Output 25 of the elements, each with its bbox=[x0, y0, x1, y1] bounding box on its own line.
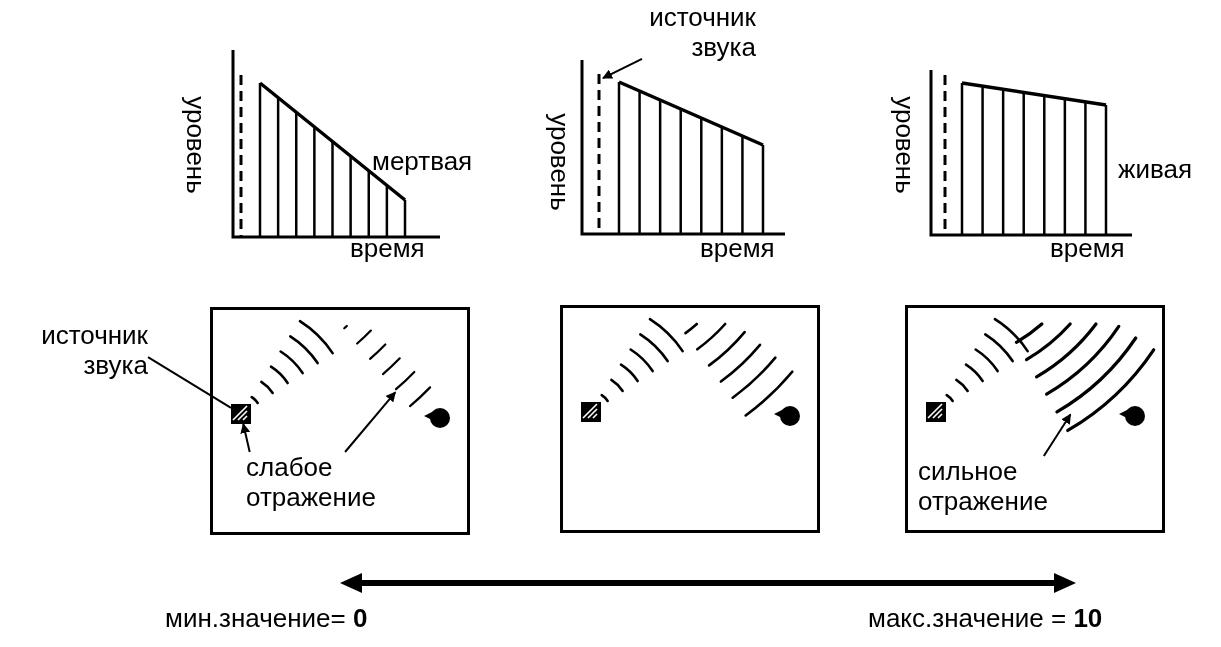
room-box bbox=[210, 307, 470, 535]
text-label: мин.значение= 0 bbox=[165, 603, 368, 633]
axis-label: уровень bbox=[890, 96, 920, 194]
callout-text: источник звука bbox=[648, 2, 756, 62]
leader-line bbox=[147, 356, 232, 409]
reflection-wave bbox=[392, 369, 418, 393]
room-box bbox=[560, 305, 820, 533]
callout-text: слабое отражение bbox=[246, 452, 377, 512]
sound-source-square bbox=[231, 404, 251, 424]
callout-text: источник звука bbox=[40, 320, 148, 380]
axis-label: уровень bbox=[181, 96, 211, 194]
arrow bbox=[602, 57, 643, 80]
callout-text: сильное отражение bbox=[918, 456, 1049, 516]
text-label: время bbox=[700, 233, 775, 263]
text-label: мертвая bbox=[372, 146, 473, 176]
axis-label: уровень bbox=[545, 113, 575, 211]
room-box bbox=[905, 305, 1165, 533]
text-label: живая bbox=[1118, 154, 1192, 184]
text-label: время bbox=[1050, 233, 1125, 263]
arrow bbox=[1042, 413, 1072, 457]
reflection-wave bbox=[1053, 334, 1139, 415]
text-label: время bbox=[350, 233, 425, 263]
arrow bbox=[240, 423, 251, 453]
arrow bbox=[344, 391, 397, 453]
text-label: макс.значение = 10 bbox=[868, 603, 1103, 633]
